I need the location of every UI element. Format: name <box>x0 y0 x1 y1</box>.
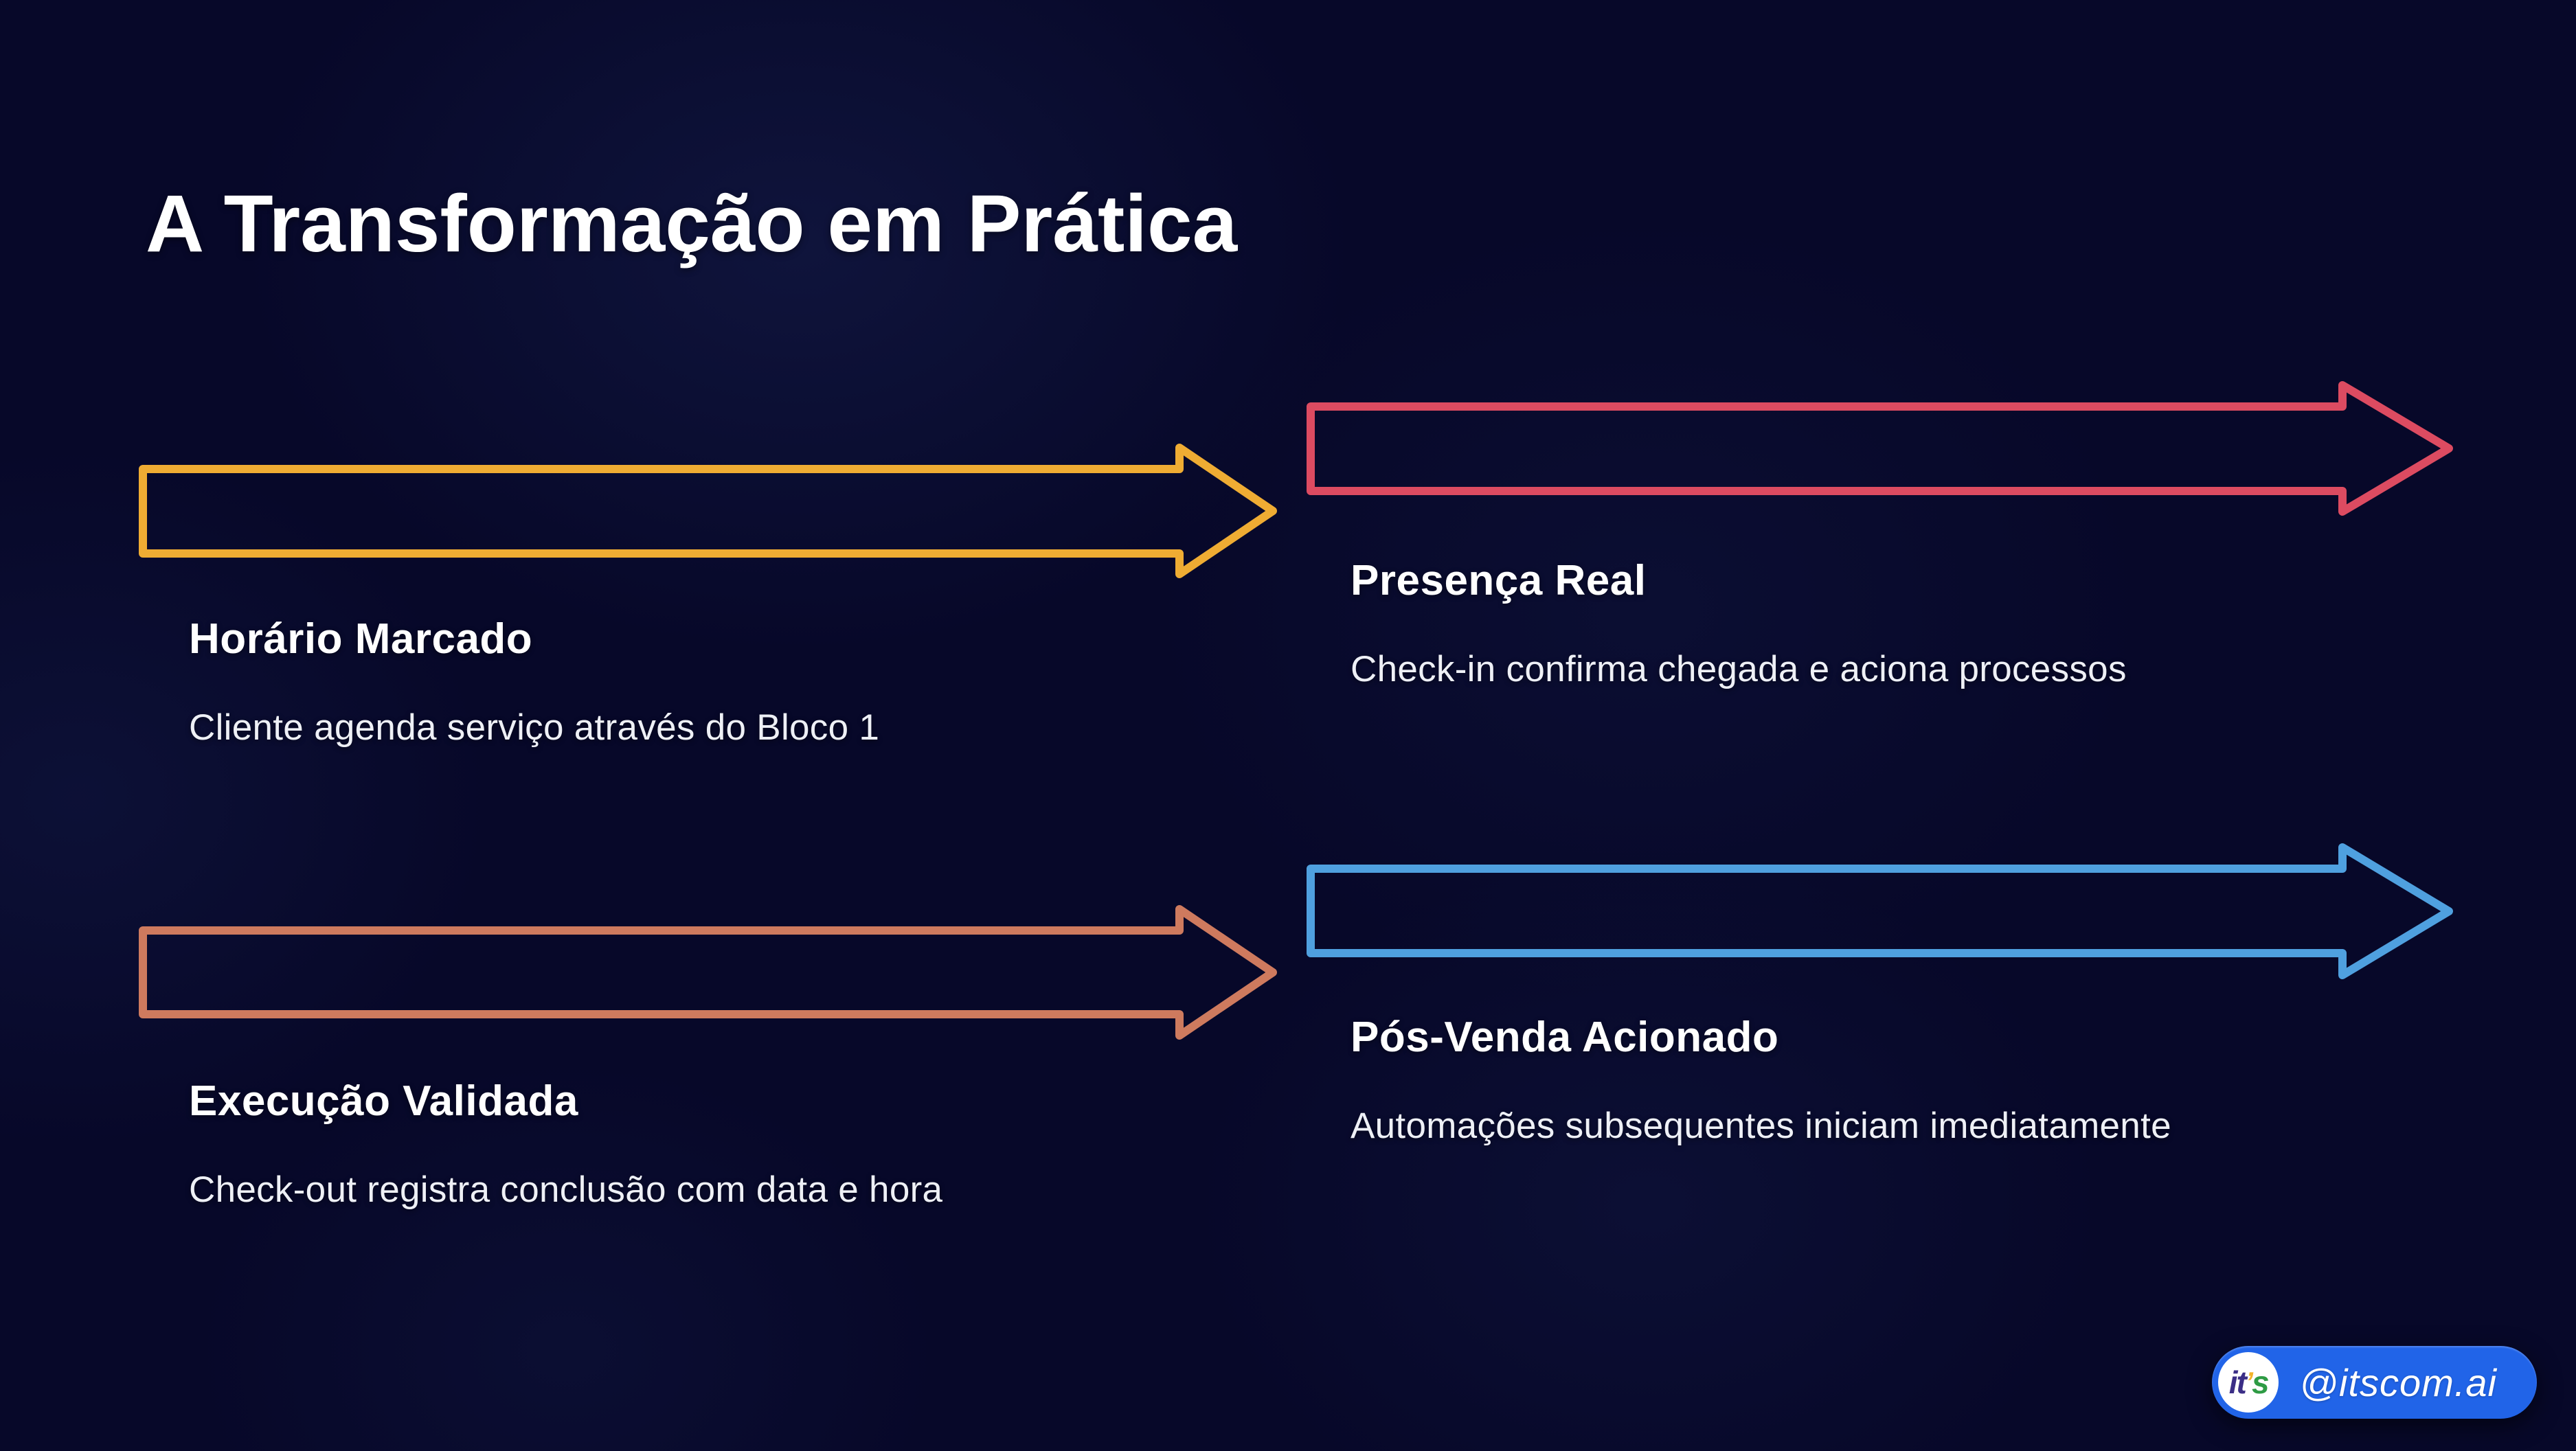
itscom-handle-badge: it’s @itscom.ai <box>2212 1346 2537 1419</box>
step4-arrow-right-icon <box>1307 843 2453 979</box>
logo-s-text: s <box>2252 1364 2270 1400</box>
step-1-description: Cliente agenda serviço através do Bloco … <box>189 707 880 749</box>
step3-arrow-right-icon <box>139 905 1277 1040</box>
step-3-description: Check-out registra conclusão com data e … <box>189 1169 943 1211</box>
logo-it-text: it <box>2228 1364 2247 1400</box>
itscom-logo-icon: it’s <box>2218 1352 2279 1413</box>
step1-arrow-right-icon <box>139 444 1277 578</box>
step-2-description: Check-in confirma chegada e aciona proce… <box>1351 649 2127 690</box>
step-4-block: Pós-Venda Acionado Automações subsequent… <box>1351 1013 2171 1148</box>
social-handle-text: @itscom.ai <box>2299 1360 2497 1404</box>
step2-arrow-right-icon <box>1307 381 2453 516</box>
step-3-block: Execução Validada Check-out registra con… <box>189 1077 942 1212</box>
step-1-heading: Horário Marcado <box>189 615 533 663</box>
step-4-heading: Pós-Venda Acionado <box>1351 1014 1779 1061</box>
step-4-description: Automações subsequentes iniciam imediata… <box>1351 1106 2171 1147</box>
page-title: A Transformação em Prática <box>146 179 1238 269</box>
logo-apostrophe-text: ’ <box>2245 1367 2253 1397</box>
step-1-block: Horário Marcado Cliente agenda serviço a… <box>189 615 879 750</box>
step-2-heading: Presença Real <box>1351 557 1647 604</box>
step-3-heading: Execução Validada <box>189 1077 578 1125</box>
step-2-block: Presença Real Check-in confirma chegada … <box>1351 556 2127 692</box>
